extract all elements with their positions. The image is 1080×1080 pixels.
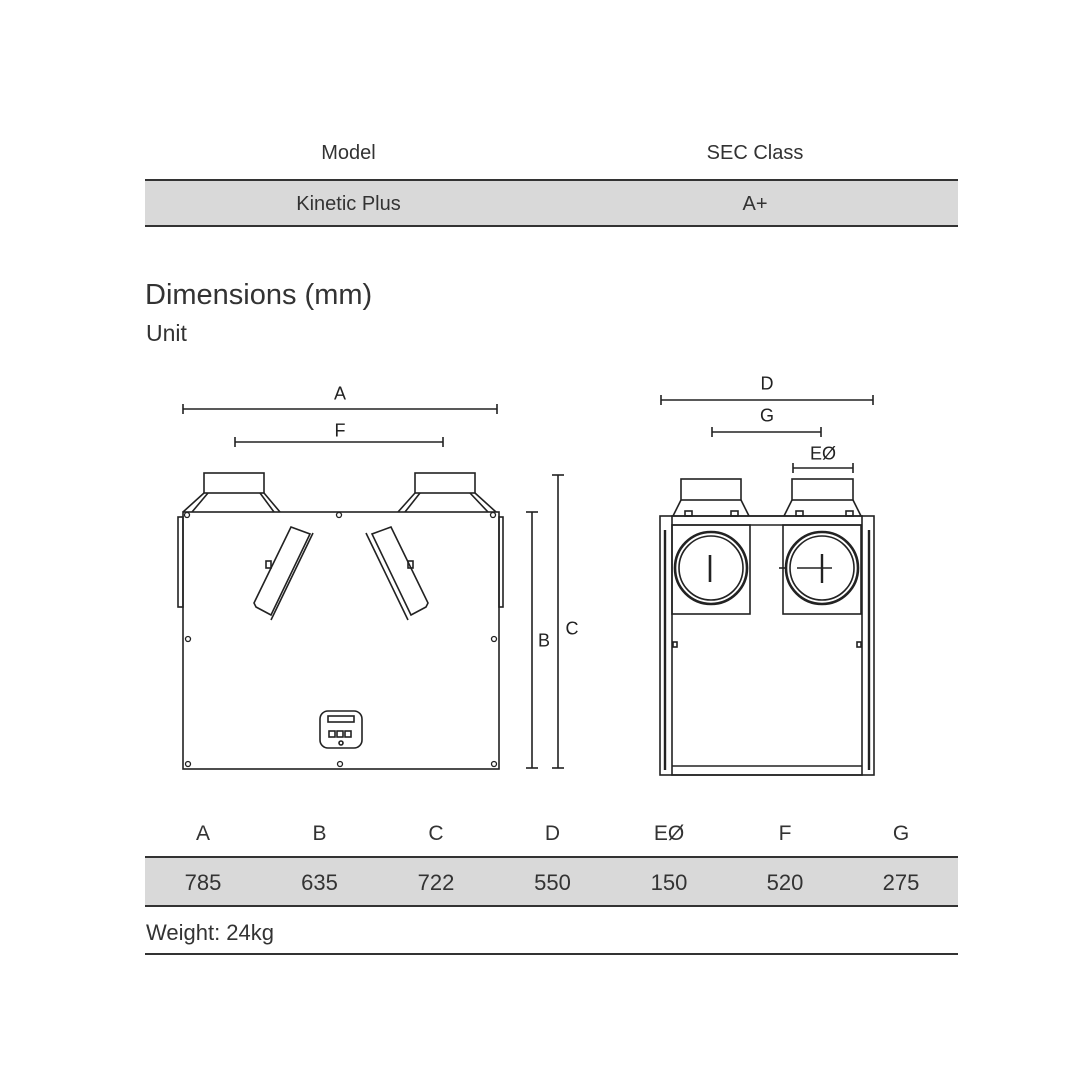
sec-class-value: A+ xyxy=(742,193,768,215)
dimension-line-b xyxy=(526,511,538,769)
dim-value-e: 150 xyxy=(650,870,688,895)
dim-value-d: 550 xyxy=(534,870,571,895)
section-subtitle: Unit xyxy=(146,320,187,346)
dim-values-bg xyxy=(145,858,958,905)
dim-value-c: 722 xyxy=(417,870,455,895)
dim-value-a: 785 xyxy=(184,870,222,895)
dim-value-f: 520 xyxy=(766,870,804,895)
divider xyxy=(145,856,958,858)
label-g: G xyxy=(759,405,775,426)
side-view xyxy=(659,478,875,776)
dimension-line-g xyxy=(711,427,822,437)
divider xyxy=(145,953,958,955)
model-row-bg xyxy=(145,181,958,226)
dimension-line-f xyxy=(234,437,444,447)
dim-header-g: G xyxy=(892,822,910,845)
dimension-line-d xyxy=(660,395,874,405)
front-view xyxy=(177,472,504,770)
dim-header-a: A xyxy=(195,822,210,845)
dimension-line-e xyxy=(792,463,854,473)
section-title: Dimensions (mm) xyxy=(145,279,373,311)
dimension-line-c xyxy=(552,474,564,769)
weight-text: Weight: 24kg xyxy=(146,920,275,945)
dim-header-d: D xyxy=(544,822,561,845)
label-c: C xyxy=(565,618,579,639)
dimension-line-a xyxy=(182,404,498,414)
divider xyxy=(145,905,958,907)
model-value: Kinetic Plus xyxy=(296,193,401,215)
sec-class-header: SEC Class xyxy=(706,142,804,164)
label-d: D xyxy=(760,373,774,394)
divider xyxy=(145,225,958,227)
dim-header-f: F xyxy=(778,822,792,845)
divider xyxy=(145,179,958,181)
model-header: Model xyxy=(321,142,376,164)
dim-header-c: C xyxy=(428,822,444,845)
label-a: A xyxy=(333,383,347,404)
dim-header-e: EØ xyxy=(653,822,685,845)
label-b: B xyxy=(537,630,551,651)
dim-value-g: 275 xyxy=(882,870,920,895)
dim-header-b: B xyxy=(312,822,327,845)
dim-value-b: 635 xyxy=(301,870,338,895)
label-f: F xyxy=(334,420,346,441)
label-e-diameter: EØ xyxy=(809,443,837,464)
